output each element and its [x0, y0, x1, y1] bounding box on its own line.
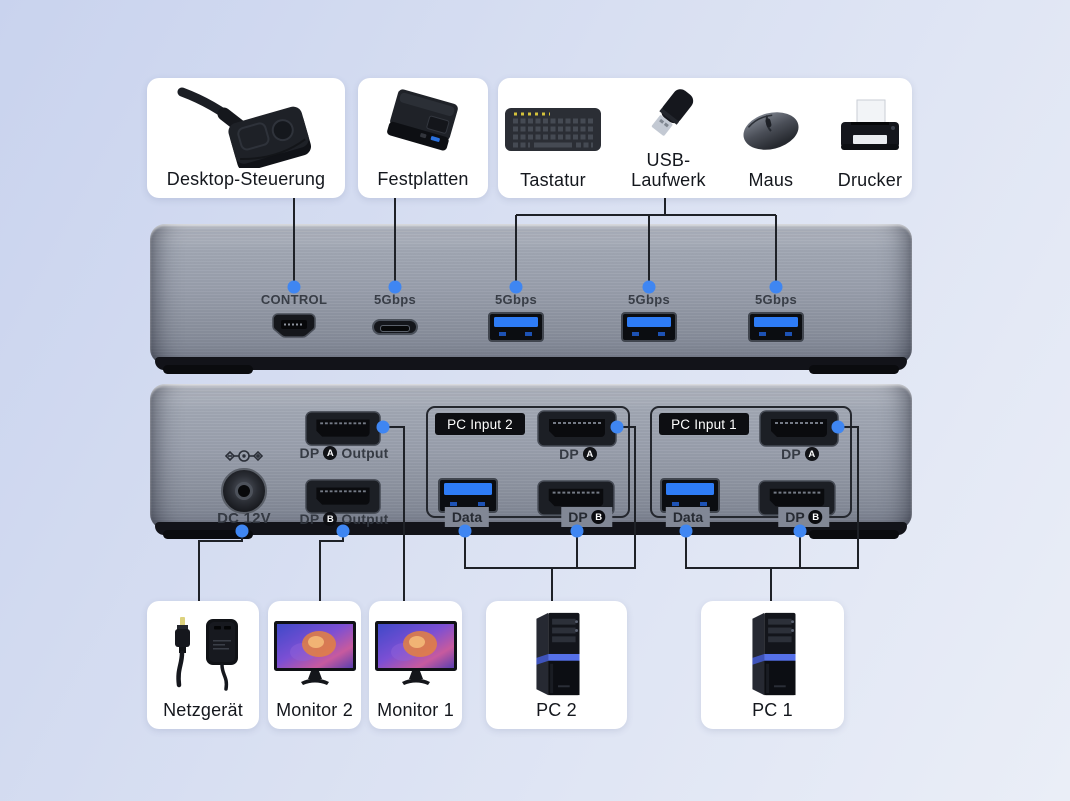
dc-polarity-icon	[224, 450, 264, 462]
usb-a-2-label: 5Gbps	[628, 292, 670, 307]
line-power-adapter-to-dc	[198, 533, 243, 601]
dp-a-output-port	[305, 411, 381, 446]
badge-a: A	[323, 446, 338, 460]
badge-b: B	[808, 510, 823, 524]
printer-icon	[836, 82, 904, 170]
mouse-label: Maus	[748, 169, 794, 190]
hard-drive-label: Festplatten	[377, 168, 469, 189]
pc2-dp-a-port	[537, 410, 617, 447]
kvm-switch-front-panel: CONTROL 5Gbps 5Gbps 5Gbps 5Gbps	[150, 224, 912, 374]
card-pc-1: PC 1	[701, 601, 844, 729]
usb-drive-label: USB-Laufwerk	[631, 149, 706, 190]
pc-2-icon	[518, 601, 596, 700]
usb-a-3-label: 5Gbps	[755, 292, 797, 307]
mouse-icon	[735, 82, 807, 170]
desktop-control-label: Desktop-Steuerung	[166, 168, 326, 189]
card-power-adapter: Netzgerät	[147, 601, 259, 729]
pc2-data-label: Data	[444, 507, 490, 527]
back-foot-left	[163, 530, 253, 539]
monitor-1-label: Monitor 1	[377, 699, 454, 720]
dc-power-label: DC 12V	[217, 510, 271, 527]
remote-control-icon	[170, 78, 322, 169]
front-base	[155, 357, 907, 370]
card-desktop-control: Desktop-Steuerung	[147, 78, 345, 198]
keyboard-label: Tastatur	[520, 169, 586, 190]
keyboard-icon	[504, 82, 602, 170]
dc-power-jack	[221, 468, 267, 514]
card-monitor-2: Monitor 2	[268, 601, 361, 729]
back-foot-right	[809, 530, 899, 539]
card-hard-drive: Festplatten	[358, 78, 488, 198]
usb-a-1-label: 5Gbps	[495, 292, 537, 307]
usb-c-port-label: 5Gbps	[374, 292, 416, 307]
badge-b: B	[323, 512, 338, 526]
mouse-item: Maus	[735, 82, 807, 198]
printer-label: Drucker	[837, 169, 903, 190]
badge-b: B	[591, 510, 606, 524]
pc-2-label: PC 2	[536, 699, 577, 720]
power-adapter-icon	[160, 601, 246, 700]
power-adapter-label: Netzgerät	[163, 699, 243, 720]
usb-drive-item: USB-Laufwerk	[631, 82, 706, 198]
mini-usb-port	[272, 313, 316, 338]
pc-1-label: PC 1	[752, 699, 793, 720]
card-pc-2: PC 2	[486, 601, 627, 729]
monitor-1-icon	[374, 601, 458, 700]
pc-input-1-plate: PC Input 1	[659, 413, 749, 435]
badge-a: A	[804, 447, 819, 461]
card-monitor-1: Monitor 1	[369, 601, 462, 729]
monitor-2-label: Monitor 2	[276, 699, 353, 720]
front-foot-right	[809, 365, 899, 374]
usb-c-port	[372, 319, 418, 335]
dp-b-output-port	[305, 479, 381, 514]
line-monitor-2-to-dp-b-output	[319, 533, 344, 601]
pc1-dp-a-port	[759, 410, 839, 447]
pc1-data-label: Data	[665, 507, 711, 527]
hard-drive-icon	[376, 78, 470, 169]
usb-a-port-3	[748, 312, 804, 342]
usb-a-port-1	[488, 312, 544, 342]
control-port-label: CONTROL	[260, 292, 328, 307]
pc-1-icon	[734, 601, 812, 700]
front-foot-left	[163, 365, 253, 374]
usb-a-port-2	[621, 312, 677, 342]
card-peripherals: Tastatur USB-Laufwerk	[498, 78, 912, 198]
keyboard-item: Tastatur	[504, 82, 602, 198]
monitor-2-icon	[273, 601, 357, 700]
usb-drive-icon	[635, 82, 701, 150]
badge-a: A	[582, 447, 597, 461]
pc-input-2-plate: PC Input 2	[435, 413, 525, 435]
printer-item: Drucker	[836, 82, 904, 198]
